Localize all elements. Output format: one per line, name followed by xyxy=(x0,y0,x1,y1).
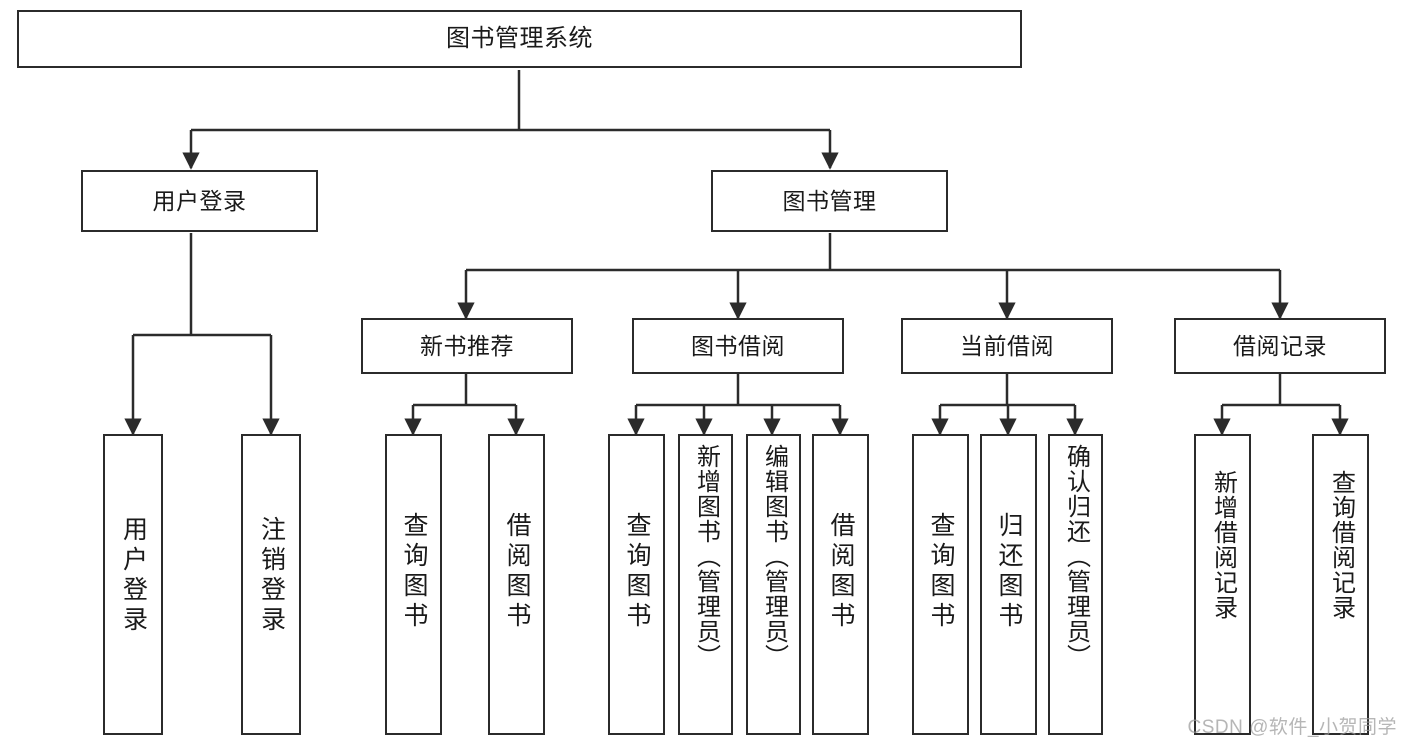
leaf-query-book-3-label: 查询图书 xyxy=(927,512,955,632)
leaf-query-book-1-label: 查询图书 xyxy=(400,512,428,632)
leaf-query-book-1[interactable]: 查询图书 xyxy=(385,434,442,735)
leaf-user-login-label: 用户登录 xyxy=(119,516,148,636)
node-current-borrow-label: 当前借阅 xyxy=(960,332,1054,359)
leaf-query-record[interactable]: 查询借阅记录 xyxy=(1312,434,1369,735)
node-user-login-label: 用户登录 xyxy=(152,187,247,214)
node-book-borrow-label: 图书借阅 xyxy=(691,332,785,359)
node-new-book-rec-label: 新书推荐 xyxy=(420,332,514,359)
leaf-add-book-label: 新增图书（管理员） xyxy=(692,444,720,669)
leaf-add-record-label: 新增借阅记录 xyxy=(1209,470,1237,620)
leaf-edit-book[interactable]: 编辑图书（管理员） xyxy=(746,434,801,735)
node-root[interactable]: 图书管理系统 xyxy=(17,10,1022,68)
leaf-user-login[interactable]: 用户登录 xyxy=(103,434,163,735)
csdn-watermark: CSDN @软件_小贺同学 xyxy=(1187,717,1397,738)
leaf-confirm-return-label: 确认归还（管理员） xyxy=(1062,444,1090,669)
leaf-return-book[interactable]: 归还图书 xyxy=(980,434,1037,735)
leaf-add-record[interactable]: 新增借阅记录 xyxy=(1194,434,1251,735)
node-book-manage[interactable]: 图书管理 xyxy=(711,170,948,232)
leaf-query-record-label: 查询借阅记录 xyxy=(1327,470,1355,620)
node-new-book-rec[interactable]: 新书推荐 xyxy=(361,318,573,374)
leaf-confirm-return[interactable]: 确认归还（管理员） xyxy=(1048,434,1103,735)
node-user-login[interactable]: 用户登录 xyxy=(81,170,318,232)
leaf-logout[interactable]: 注销登录 xyxy=(241,434,301,735)
leaf-edit-book-label: 编辑图书（管理员） xyxy=(760,444,788,669)
leaf-query-book-2-label: 查询图书 xyxy=(623,512,651,632)
leaf-borrow-book-1[interactable]: 借阅图书 xyxy=(488,434,545,735)
leaf-add-book[interactable]: 新增图书（管理员） xyxy=(678,434,733,735)
node-borrow-record[interactable]: 借阅记录 xyxy=(1174,318,1386,374)
node-book-borrow[interactable]: 图书借阅 xyxy=(632,318,844,374)
leaf-borrow-book-2-label: 借阅图书 xyxy=(827,512,855,632)
node-book-manage-label: 图书管理 xyxy=(782,187,877,214)
node-borrow-record-label: 借阅记录 xyxy=(1233,332,1327,359)
leaf-query-book-3[interactable]: 查询图书 xyxy=(912,434,969,735)
leaf-query-book-2[interactable]: 查询图书 xyxy=(608,434,665,735)
leaf-borrow-book-1-label: 借阅图书 xyxy=(503,512,531,632)
node-root-label: 图书管理系统 xyxy=(446,25,593,53)
leaf-borrow-book-2[interactable]: 借阅图书 xyxy=(812,434,869,735)
node-current-borrow[interactable]: 当前借阅 xyxy=(901,318,1113,374)
leaf-logout-label: 注销登录 xyxy=(257,516,286,636)
leaf-return-book-label: 归还图书 xyxy=(995,512,1023,632)
